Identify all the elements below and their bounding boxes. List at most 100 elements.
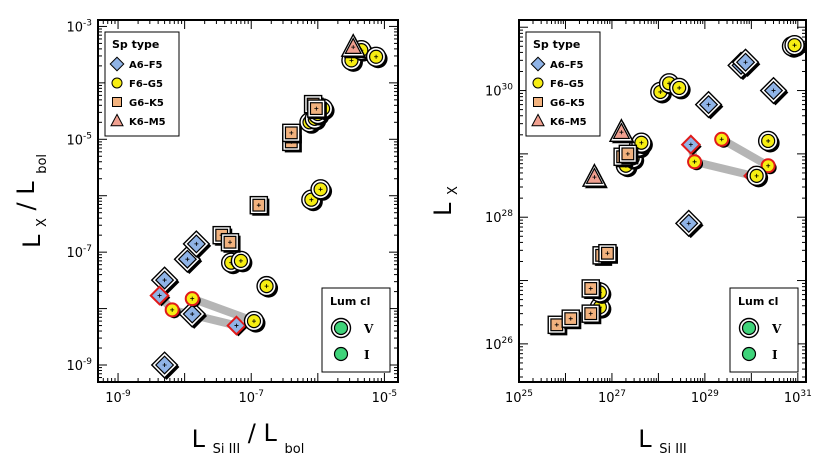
point-center [766,138,771,143]
legend-marker [530,56,546,72]
x-tick-label: 10-5 [372,389,398,406]
point-center [766,163,771,168]
data-point [365,46,387,67]
y-tick-label: 10-3 [66,18,92,35]
legend-marker [109,56,125,72]
point-center [719,137,724,142]
tick-exponent: 26 [502,336,514,346]
point-center [619,130,624,135]
data-point [561,309,581,328]
legend-marker [532,77,544,89]
x-axis-title: L Si III / L bol [192,419,305,457]
tick-exponent: 31 [800,389,811,399]
data-point [731,48,760,77]
point-center [771,88,776,93]
data-point [598,243,617,263]
point-center [568,316,573,321]
point-center [554,322,559,327]
tick-exponent: 27 [614,389,625,399]
legend-label: A6–F5 [129,60,163,71]
tick-exponent: 29 [707,389,719,399]
point-center [588,286,593,291]
x-tick-label: 1027 [598,389,626,406]
point-center [639,140,644,145]
point-center [228,240,232,245]
tick-exponent: -3 [83,18,92,28]
legend-label: G6–K5 [129,98,164,109]
sp-type-legend-title: Sp type [533,38,580,51]
data-point [226,315,247,336]
point-center [592,175,597,180]
point-center [309,197,314,202]
data-point [668,77,690,99]
data-point [220,232,240,252]
legend-label: K6–M5 [550,117,587,128]
point-center [190,296,195,301]
point-center [256,203,261,208]
axis-title-part: / L [240,419,284,447]
x-axis-title: L Si III [638,425,687,457]
data-point [182,230,211,258]
point-center [314,106,319,111]
axis-title-part: bol [35,154,50,174]
y-axis-title: L X [429,186,461,216]
tick-exponent: 25 [522,389,533,399]
point-center [349,58,354,63]
point-center [625,151,630,156]
data-point [150,266,179,294]
y-tick-label: 1030 [485,83,513,100]
data-point [746,165,767,187]
axis-title-part: L [192,425,213,453]
axis-title-part: X [35,218,50,227]
point-center [692,159,697,164]
data-point [310,179,331,200]
plot-frame [518,19,807,383]
data-point [249,195,269,215]
data-point [178,300,207,328]
point-center [605,251,610,256]
legend-label: K6–M5 [129,117,166,128]
data-point [581,304,601,323]
data-point [759,76,788,105]
point-center [157,293,162,298]
point-center [677,85,682,90]
x-tick-label: 10-7 [238,389,264,406]
link-line [717,135,773,170]
data-point [714,131,730,147]
point-center [374,54,379,59]
tick-exponent: 30 [502,83,514,93]
legend-marker [112,97,122,107]
axis-title-part: / L [12,174,40,218]
data-point [230,250,252,272]
data-point [282,123,301,143]
point-center [754,173,759,178]
axis-title-part: L [429,195,457,216]
x-tick-label: 10-9 [105,389,131,406]
data-point [680,134,702,155]
legend-label: F6–G5 [129,79,163,90]
point-center [170,307,175,312]
data-point [784,35,805,56]
x-tick-label: 1029 [691,389,719,406]
tick-exponent: -9 [83,357,92,367]
legend-label: I [364,348,370,362]
x-tick-label: 1031 [784,389,812,406]
legend-marker [741,346,757,362]
data-point [694,90,723,119]
axis-title-part: L [638,425,659,453]
data-point [184,291,200,307]
point-center [743,60,748,65]
point-center [686,221,691,226]
point-center [588,311,593,316]
point-center [658,89,663,94]
legend-marker [741,320,757,336]
point-center [264,284,269,289]
legend-marker [531,113,545,127]
legend-marker [333,346,349,362]
data-point [150,351,179,379]
data-point [687,154,703,170]
link-line [690,157,758,180]
data-point [243,310,265,332]
point-center [190,312,195,317]
